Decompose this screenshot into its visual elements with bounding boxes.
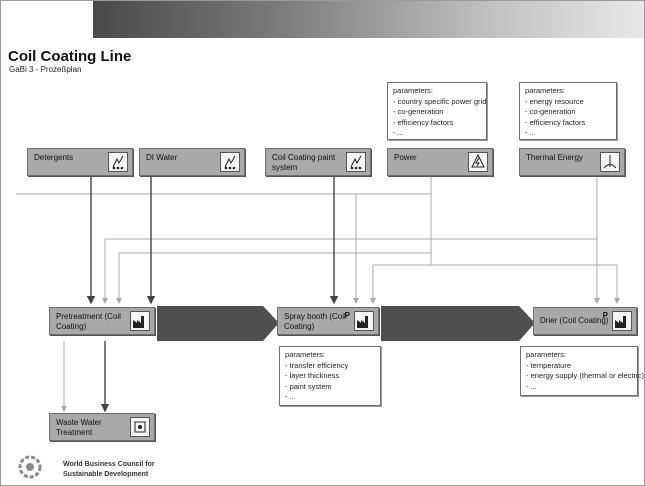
page-subtitle: GaBi 3 - Prozeßplan [9, 65, 82, 74]
node-pretreatment[interactable]: Pretreatment (Coil Coating) [49, 307, 155, 335]
node-label: Power [394, 153, 417, 162]
node-label: Pretreatment (Coil Coating) [56, 312, 121, 331]
page-title: Coil Coating Line [8, 48, 132, 65]
power-icon [468, 152, 488, 172]
node-label: Drier (Coil Coating) [540, 316, 609, 325]
node-power[interactable]: Power [387, 148, 493, 176]
node-label: DI Water [146, 153, 178, 162]
node-di-water[interactable]: DI Water [139, 148, 245, 176]
source-process-icon [220, 152, 240, 172]
node-waste-water[interactable]: Waste Water Treatment [49, 413, 155, 441]
node-spray-booth[interactable]: Spray booth (Coil Coating) P [277, 307, 379, 335]
node-thermal-energy[interactable]: Thermal Energy [519, 148, 625, 176]
spray-parameters: parameters: - transfer efficiency - laye… [279, 346, 381, 406]
source-process-icon [108, 152, 128, 172]
node-drier[interactable]: Drier (Coil Coating) P [533, 307, 637, 335]
factory-icon [130, 311, 150, 331]
parameter-tag: P [602, 311, 608, 320]
node-paint-system[interactable]: Coil Coating paint system [265, 148, 371, 176]
thermal-icon [600, 152, 620, 172]
node-label: Thermal Energy [526, 153, 583, 162]
parameter-tag: P [344, 311, 350, 320]
node-label: Detergents [34, 153, 74, 162]
flow-arrow-2 [381, 306, 535, 341]
node-label: Coil Coating paint system [272, 153, 336, 172]
node-label: Waste Water Treatment [56, 418, 102, 437]
factory-icon [612, 311, 632, 331]
header-band [93, 1, 644, 38]
treatment-icon [130, 417, 150, 437]
source-process-icon [346, 152, 366, 172]
drier-parameters: parameters: - temperature - energy suppl… [520, 346, 644, 396]
wbcsd-logo [15, 453, 45, 481]
factory-icon [354, 311, 374, 331]
power-parameters: parameters: - country specific power gri… [387, 82, 487, 140]
thermal-parameters: parameters: - energy resource - co-gener… [519, 82, 617, 140]
flow-arrow-1 [157, 306, 279, 341]
organization-name: World Business Council for Sustainable D… [63, 461, 155, 478]
node-label: Spray booth (Coil Coating) [284, 312, 346, 331]
node-detergents[interactable]: Detergents [27, 148, 133, 176]
